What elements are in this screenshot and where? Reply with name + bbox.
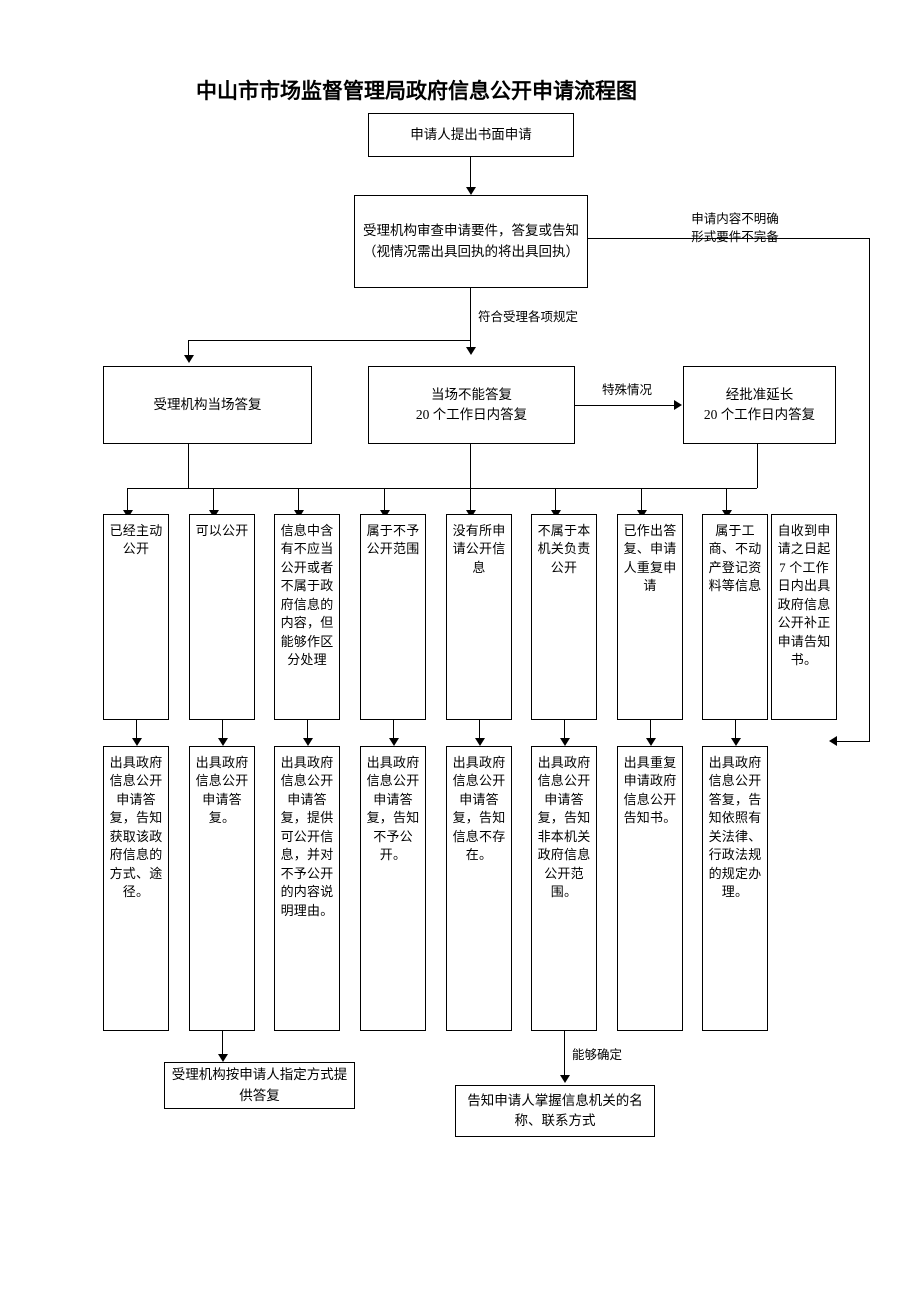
edge-extended-down — [757, 444, 758, 488]
arrowhead-bottommid — [560, 1075, 570, 1083]
node-extended: 经批准延长 20 个工作日内答复 — [683, 366, 836, 444]
edge-r8-o8 — [735, 720, 736, 742]
node-output-3: 出具政府信息公开申请答复，提供可公开信息，并对不予公开的内容说明理由。 — [274, 746, 340, 1031]
node-reason-2: 可以公开 — [189, 514, 255, 720]
node-onsite-reply: 受理机构当场答复 — [103, 366, 312, 444]
page-title: 中山市市场监督管理局政府信息公开申请流程图 — [196, 80, 637, 103]
arrowhead-o6 — [560, 738, 570, 746]
node-review: 受理机构审查申请要件，答复或告知（视情况需出具回执的将出具回执） — [354, 195, 588, 288]
arrowhead-o8 — [731, 738, 741, 746]
edge-right-to-r9 — [836, 741, 870, 742]
edge-bus-level3 — [127, 488, 757, 489]
node-bottom-mid: 告知申请人掌握信息机关的名称、联系方式 — [455, 1085, 655, 1137]
node-correction-notice: 自收到申请之日起 7 个工作日内出具政府信息公开补正申请告知书。 — [771, 514, 837, 720]
edge-special — [575, 405, 675, 406]
node-output-2: 出具政府信息公开申请答复。 — [189, 746, 255, 1031]
edge-drop-r1 — [127, 488, 128, 514]
node-output-7: 出具重复申请政府信息公开告知书。 — [617, 746, 683, 1031]
edge-r1-o1 — [136, 720, 137, 742]
arrowhead-o7 — [646, 738, 656, 746]
edge-drop-r8 — [726, 488, 727, 514]
node-output-8: 出具政府信息公开答复，告知依照有关法律、行政法规的规定办理。 — [702, 746, 768, 1031]
arrowhead-start-review — [466, 187, 476, 195]
edge-review-down — [470, 288, 471, 350]
node-output-4: 出具政府信息公开申请答复，告知不予公开。 — [360, 746, 426, 1031]
edge-label-confirmable: 能够确定 — [572, 1048, 623, 1062]
edge-review-right — [588, 238, 870, 239]
arrowhead-o5 — [475, 738, 485, 746]
node-reason-6: 不属于本机关负责公开 — [531, 514, 597, 720]
node-reason-3: 信息中含有不应当公开或者不属于政府信息的内容，但能够作区分处理 — [274, 514, 340, 720]
edge-split-left-down — [188, 340, 189, 358]
edge-right-down — [869, 238, 870, 741]
edge-drop-r4 — [384, 488, 385, 514]
arrowhead-to-r9 — [829, 736, 837, 746]
edge-drop-r6 — [555, 488, 556, 514]
edge-r2-o2 — [222, 720, 223, 742]
edge-label-conform: 符合受理各项规定 — [478, 310, 579, 324]
edge-o2-bottomleft — [222, 1031, 223, 1058]
edge-drop-r5 — [470, 488, 471, 514]
arrowhead-o3 — [303, 738, 313, 746]
edge-onsite-down — [188, 444, 189, 488]
node-reason-5: 没有所申请公开信息 — [446, 514, 512, 720]
edge-drop-r2 — [213, 488, 214, 514]
edge-start-review — [470, 157, 471, 190]
edge-label-unclear: 申请内容不明确 形式要件不完备 — [691, 212, 779, 244]
arrowhead-o2 — [218, 738, 228, 746]
edge-r6-o6 — [564, 720, 565, 742]
edge-r5-o5 — [479, 720, 480, 742]
node-bottom-left: 受理机构按申请人指定方式提供答复 — [164, 1062, 355, 1109]
arrowhead-o4 — [389, 738, 399, 746]
arrowhead-review-down — [466, 347, 476, 355]
node-reason-1: 已经主动公开 — [103, 514, 169, 720]
node-output-1: 出具政府信息公开申请答复，告知获取该政府信息的方式、途径。 — [103, 746, 169, 1031]
edge-notonsite-down — [470, 444, 471, 488]
node-reason-7: 已作出答复、申请人重复申请 — [617, 514, 683, 720]
node-output-5: 出具政府信息公开申请答复，告知信息不存在。 — [446, 746, 512, 1031]
edge-split-level2 — [188, 340, 470, 341]
node-reason-8: 属于工商、不动产登记资料等信息 — [702, 514, 768, 720]
edge-r4-o4 — [393, 720, 394, 742]
edge-o6-bottommid — [564, 1031, 565, 1079]
arrowhead-bottomleft — [218, 1054, 228, 1062]
node-start: 申请人提出书面申请 — [368, 113, 574, 157]
edge-label-special: 特殊情况 — [601, 383, 652, 397]
arrowhead-onsite — [184, 355, 194, 363]
edge-drop-r7 — [641, 488, 642, 514]
edge-r7-o7 — [650, 720, 651, 742]
node-output-6: 出具政府信息公开申请答复，告知非本机关政府信息公开范围。 — [531, 746, 597, 1031]
node-reason-4: 属于不予公开范围 — [360, 514, 426, 720]
arrowhead-o1 — [132, 738, 142, 746]
arrowhead-extended — [674, 400, 682, 410]
edge-drop-r3 — [298, 488, 299, 514]
edge-r3-o3 — [307, 720, 308, 742]
node-not-onsite: 当场不能答复 20 个工作日内答复 — [368, 366, 575, 444]
